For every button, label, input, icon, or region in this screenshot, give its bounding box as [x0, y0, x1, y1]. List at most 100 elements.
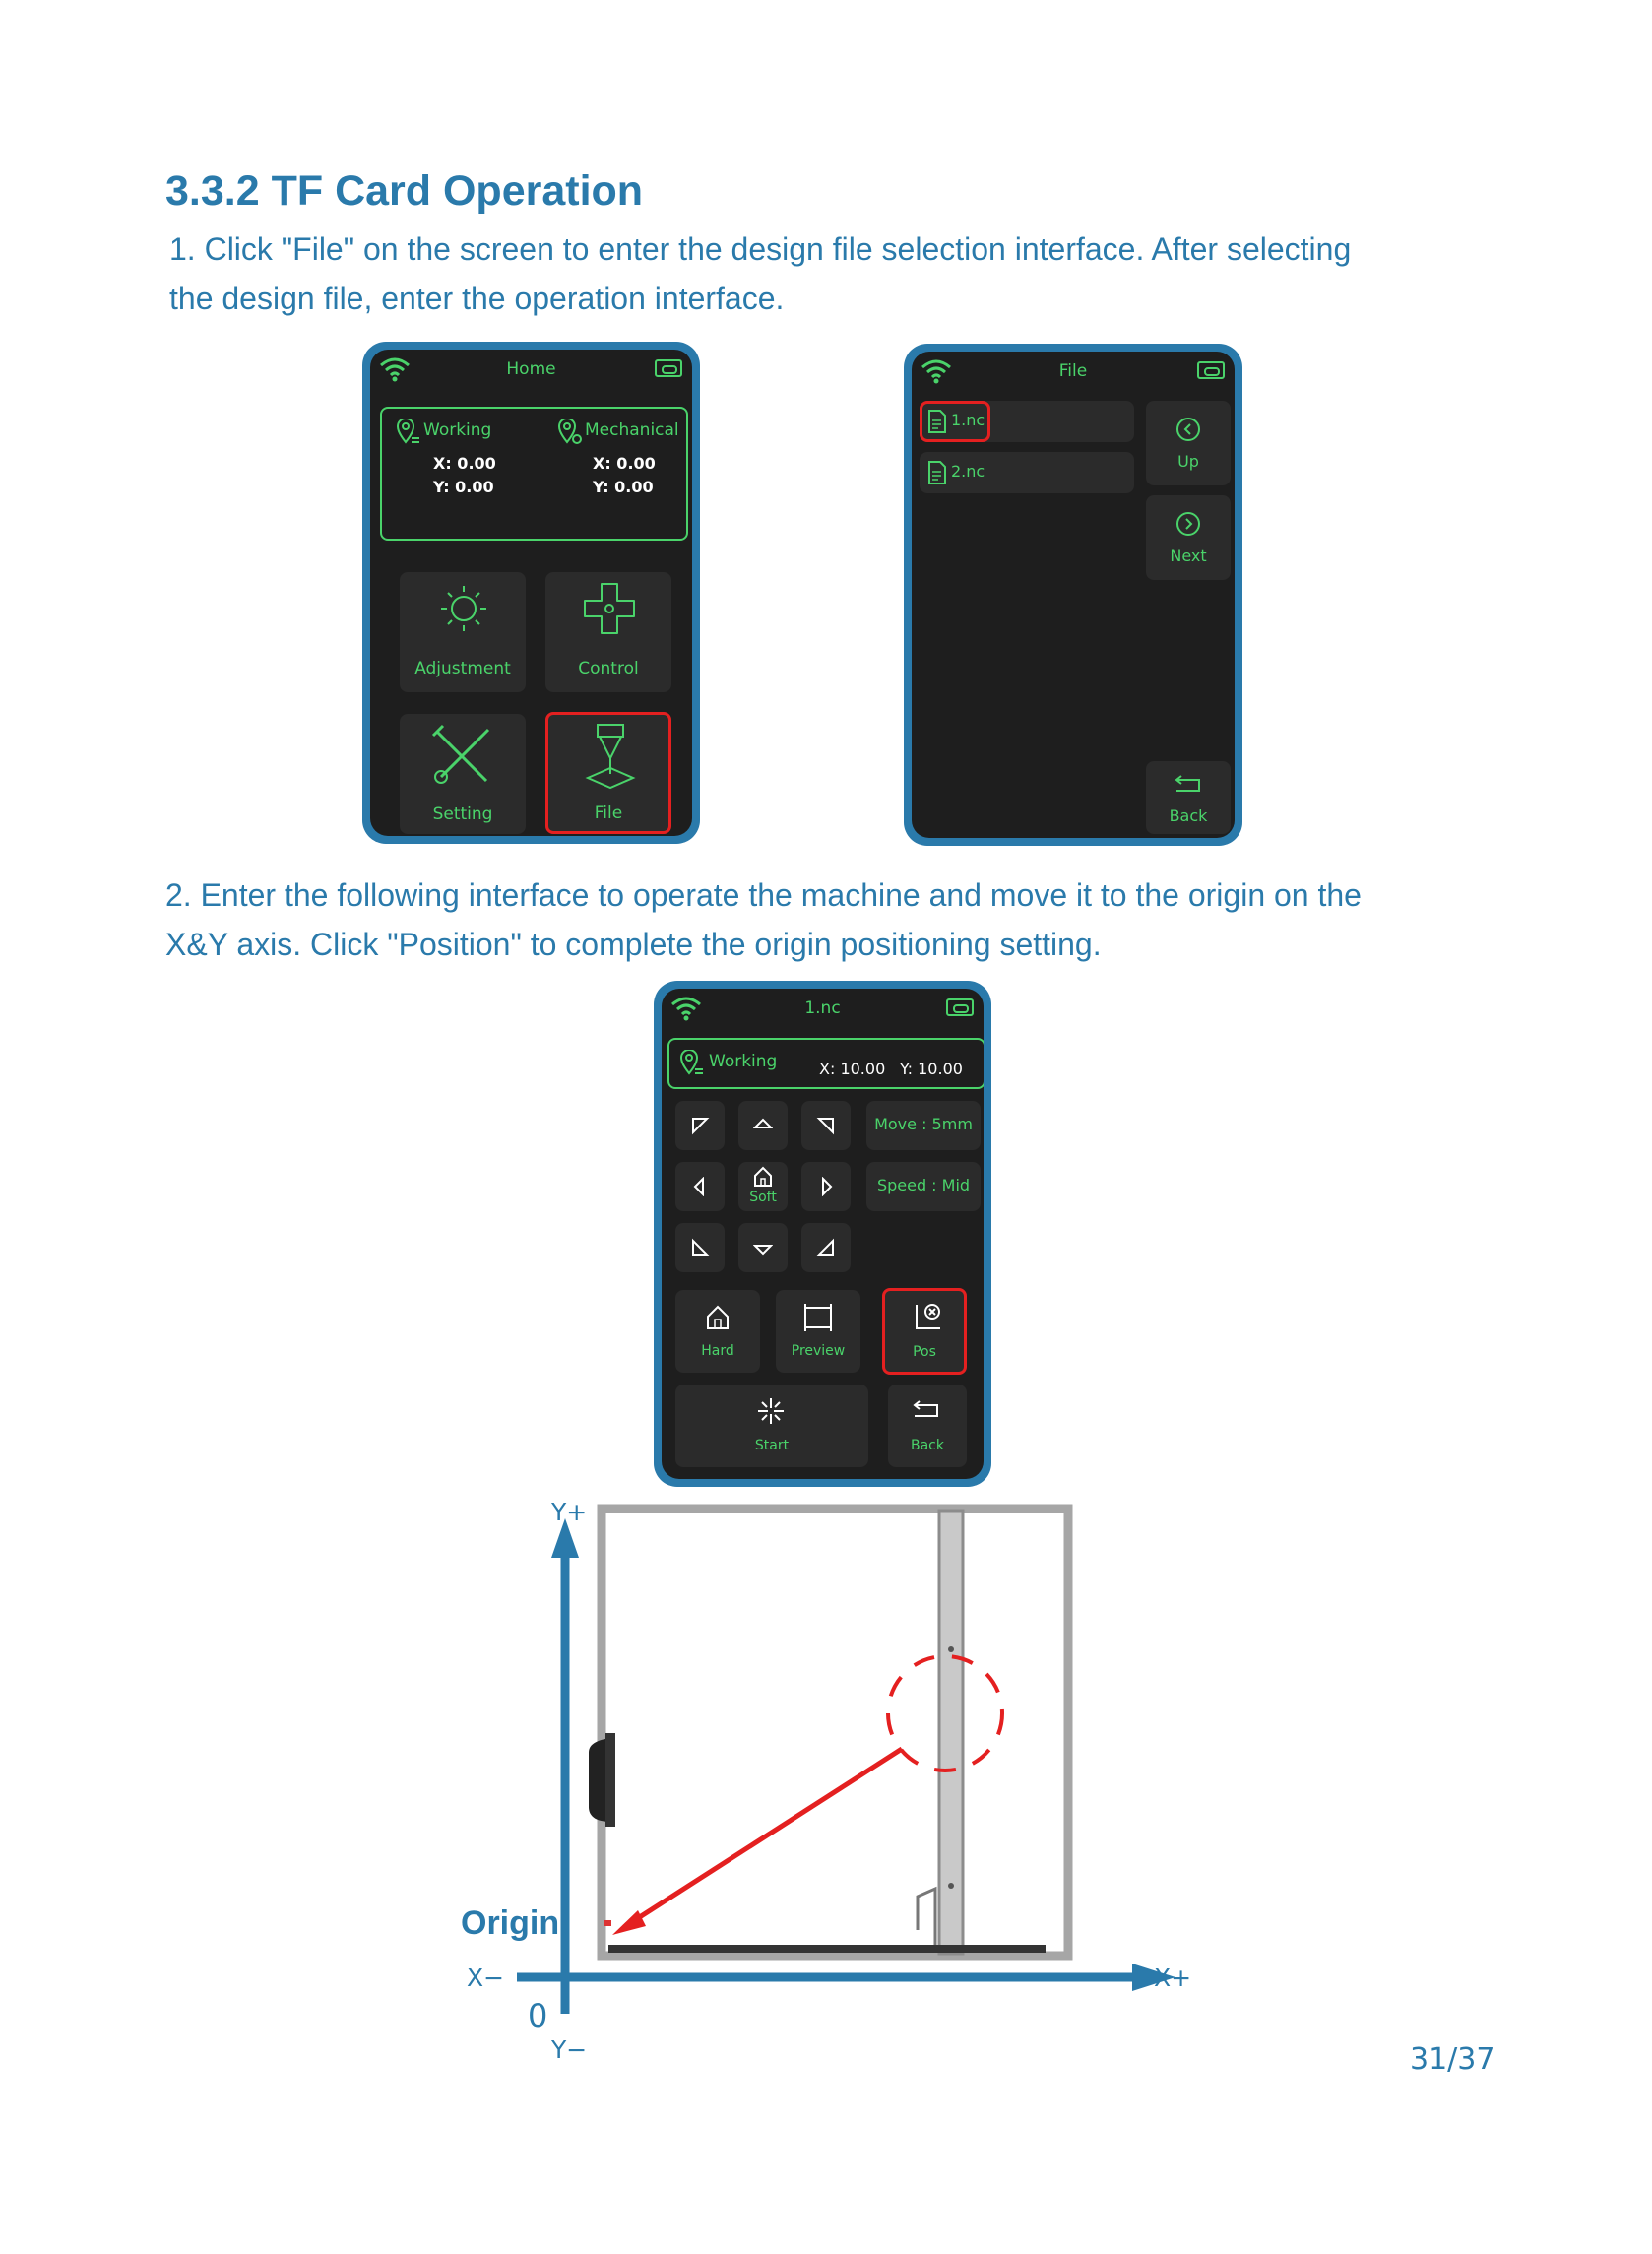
jog-left-button[interactable]	[675, 1162, 725, 1211]
link-icon[interactable]	[655, 359, 682, 377]
move-step-button[interactable]: Move : 5mm	[866, 1101, 981, 1150]
back-arrow-icon	[913, 1400, 938, 1417]
control-button[interactable]: Control	[545, 572, 671, 692]
mechanical-x: X: 0.00	[593, 454, 656, 473]
pos-button[interactable]: Pos	[882, 1288, 967, 1375]
page-number: 31/37	[1410, 2042, 1495, 2077]
link-icon[interactable]	[946, 998, 974, 1016]
back-label: Back	[1169, 806, 1208, 825]
wifi-icon	[671, 997, 701, 1021]
speed-button[interactable]: Speed : Mid	[866, 1162, 981, 1211]
arrow-up-left-icon	[692, 1118, 710, 1135]
back-button[interactable]: Back	[1146, 761, 1231, 834]
screen-title: File	[1058, 361, 1088, 381]
step-2-line-1: 2. Enter the following interface to oper…	[165, 877, 1362, 913]
document-icon	[928, 410, 946, 433]
step-1-text: 1. Click "File" on the screen to enter t…	[169, 225, 1528, 323]
jog-down-left-button[interactable]	[675, 1223, 725, 1272]
jog-up-left-button[interactable]	[675, 1101, 725, 1150]
dpad-icon	[584, 583, 635, 634]
soft-label: Soft	[749, 1190, 777, 1205]
back-button[interactable]: Back	[888, 1385, 967, 1467]
mechanical-y: Y: 0.00	[593, 478, 654, 496]
adjustment-button[interactable]: Adjustment	[400, 572, 526, 692]
working-label: Working	[709, 1052, 778, 1071]
up-button[interactable]: Up	[1146, 401, 1231, 485]
document-icon	[928, 461, 946, 484]
working-label: Working	[423, 420, 492, 440]
move-label: Move : 5mm	[874, 1115, 973, 1133]
y-minus-label: Y−	[550, 2035, 587, 2064]
adjustment-label: Adjustment	[414, 659, 511, 678]
position-icon	[916, 1304, 940, 1329]
working-x: X: 10.00	[819, 1060, 886, 1078]
jog-up-button[interactable]	[738, 1101, 788, 1150]
step-1-line-2: the design file, enter the operation int…	[169, 281, 785, 316]
next-label: Next	[1170, 547, 1207, 565]
y-plus-label: Y+	[550, 1498, 587, 1526]
arrow-down-right-icon	[816, 1238, 834, 1256]
sun-icon	[441, 586, 486, 631]
y-axis-arrow-icon	[551, 1518, 579, 1558]
laser-head-icon	[585, 724, 636, 790]
tools-icon	[431, 724, 490, 784]
screen-title: 1.nc	[804, 998, 841, 1018]
file-item[interactable]: 1.nc	[920, 401, 1134, 442]
screen-title: Home	[506, 359, 556, 379]
arrow-up-right-icon	[816, 1118, 834, 1135]
x-minus-label: X−	[467, 1964, 504, 1992]
origin-arrow-line	[622, 1746, 904, 1930]
soft-home-button[interactable]: Soft	[738, 1162, 788, 1211]
working-x: X: 0.00	[433, 454, 496, 473]
section-title: 3.3.2 TF Card Operation	[165, 167, 644, 215]
file-screen: File 1.nc 2.nc Up	[904, 344, 1242, 846]
back-arrow-icon	[1175, 775, 1200, 792]
setting-label: Setting	[432, 805, 493, 824]
preview-label: Preview	[791, 1343, 846, 1359]
step-1-line-1: 1. Click "File" on the screen to enter t…	[169, 231, 1352, 267]
up-label: Up	[1177, 452, 1199, 471]
axis-lines	[517, 1518, 1175, 2014]
mechanical-pin-icon	[557, 419, 582, 444]
file-item[interactable]: 2.nc	[920, 452, 1134, 493]
arrow-up-icon	[753, 1118, 773, 1128]
origin-diagram: Y+ Y− X− X+ Origin 0	[461, 1498, 1191, 2064]
speed-label: Speed : Mid	[876, 1176, 971, 1194]
x-plus-label: X+	[1154, 1964, 1191, 1992]
working-coordinates: Working X: 10.00 Y: 10.00	[667, 1038, 984, 1089]
arrow-left-icon	[693, 1177, 704, 1196]
chevron-right-circle-icon	[1176, 512, 1200, 536]
wifi-icon	[921, 359, 951, 384]
file-name: 2.nc	[951, 462, 985, 481]
arrow-down-icon	[753, 1245, 773, 1256]
start-button[interactable]: Start	[675, 1385, 868, 1467]
file-button[interactable]: File	[545, 712, 671, 834]
hard-label: Hard	[701, 1343, 734, 1359]
step-2-line-2: X&Y axis. Click "Position" to complete t…	[165, 927, 1102, 962]
home-screen: Home Working X: 0.00 Y: 0.00 Mechanical …	[362, 342, 700, 844]
file-label: File	[594, 804, 623, 823]
step-2-text: 2. Enter the following interface to oper…	[165, 870, 1524, 969]
jog-right-button[interactable]	[801, 1162, 851, 1211]
working-y: Y: 10.00	[900, 1060, 963, 1078]
next-button[interactable]: Next	[1146, 495, 1231, 580]
machine-frame	[589, 1504, 1073, 1961]
setting-button[interactable]: Setting	[400, 714, 526, 834]
home-icon	[754, 1166, 772, 1187]
mechanical-label: Mechanical	[585, 420, 679, 440]
arrow-down-left-icon	[692, 1238, 710, 1256]
hard-home-button[interactable]: Hard	[675, 1290, 760, 1373]
control-label: Control	[578, 659, 639, 678]
jog-down-right-button[interactable]	[801, 1223, 851, 1272]
preview-button[interactable]: Preview	[776, 1290, 860, 1373]
working-y: Y: 0.00	[433, 478, 494, 496]
origin-label: Origin	[461, 1904, 559, 1942]
frame-icon	[804, 1304, 832, 1331]
zero-label: 0	[528, 1997, 547, 2034]
jog-down-button[interactable]	[738, 1223, 788, 1272]
link-icon[interactable]	[1197, 361, 1225, 379]
jog-up-right-button[interactable]	[801, 1101, 851, 1150]
location-pin-icon	[679, 1050, 703, 1075]
pos-label: Pos	[913, 1344, 936, 1360]
chevron-left-circle-icon	[1176, 418, 1200, 441]
